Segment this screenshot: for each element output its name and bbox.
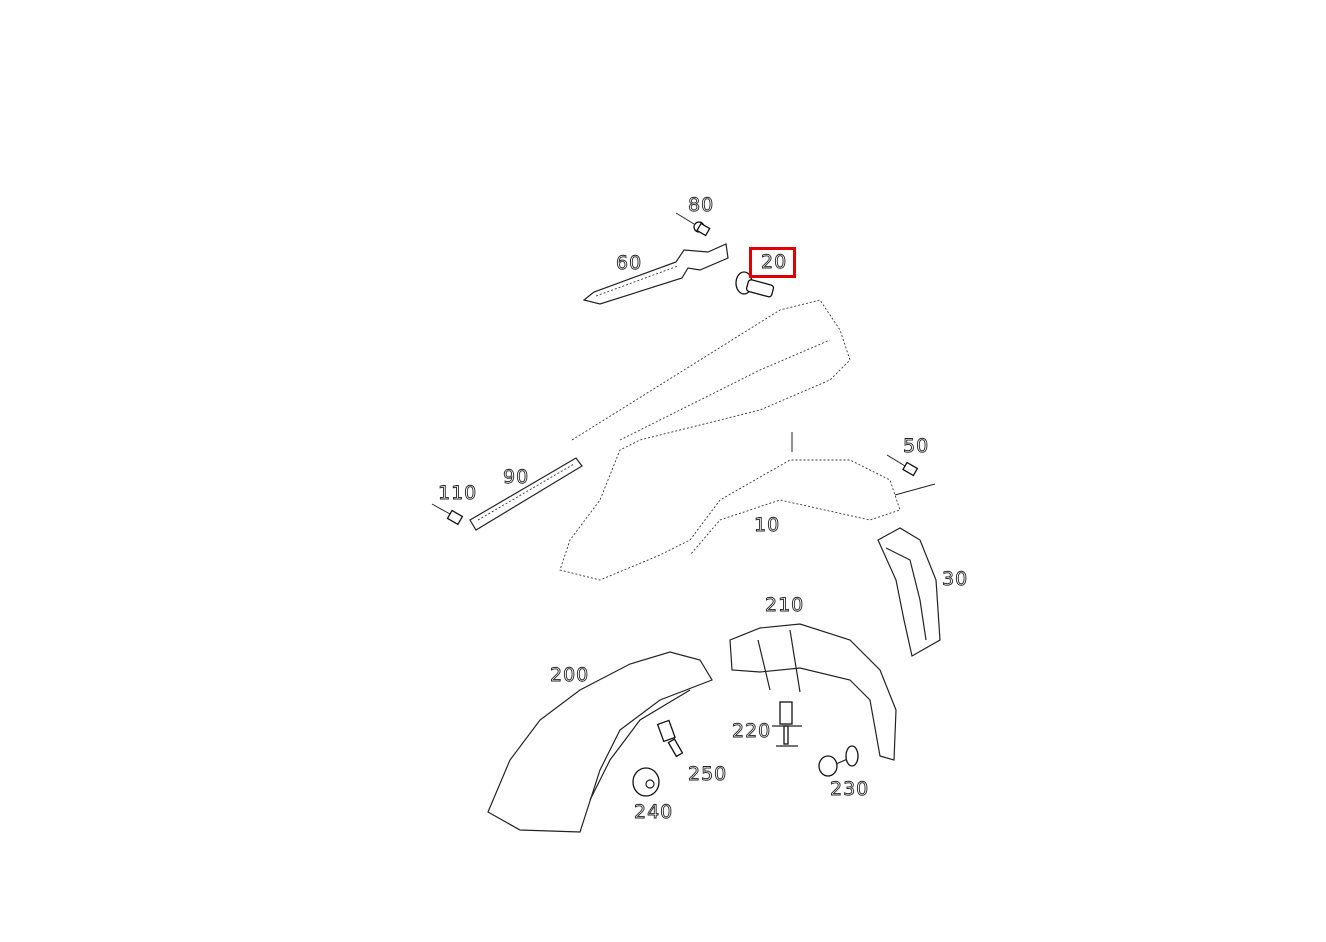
part-80-bolt-drawing <box>675 212 711 237</box>
part-30-bracket-drawing <box>877 527 941 657</box>
callout-50[interactable]: 50 <box>903 435 930 457</box>
part-230-clip-drawing <box>818 745 859 777</box>
part-220-clip-drawing <box>772 701 802 747</box>
part-240-cap-drawing <box>632 767 660 797</box>
part-60-bracket-drawing <box>582 243 729 305</box>
callout-80[interactable]: 80 <box>688 194 715 216</box>
callout-200[interactable]: 200 <box>550 664 590 686</box>
callout-110[interactable]: 110 <box>438 482 478 504</box>
callout-60[interactable]: 60 <box>616 252 643 274</box>
callout-10[interactable]: 10 <box>754 514 781 536</box>
part-50-bolt-drawing <box>886 454 936 496</box>
part-110-bolt-drawing <box>431 503 464 526</box>
part-10-fender-drawing <box>559 299 901 581</box>
callout-210[interactable]: 210 <box>765 594 805 616</box>
callout-20-selected[interactable]: 20 <box>748 247 797 278</box>
callout-90[interactable]: 90 <box>503 466 530 488</box>
part-20-bolt-drawing <box>735 271 775 298</box>
part-250-clip-drawing <box>656 719 684 758</box>
callout-240[interactable]: 240 <box>634 801 674 823</box>
part-200-liner-drawing <box>487 651 713 833</box>
callout-230[interactable]: 230 <box>830 778 870 800</box>
callout-30[interactable]: 30 <box>942 568 969 590</box>
part-90-strip-drawing <box>469 457 583 531</box>
part-210-liner-drawing <box>729 623 897 761</box>
callout-220[interactable]: 220 <box>732 720 772 742</box>
callout-250[interactable]: 250 <box>688 763 728 785</box>
